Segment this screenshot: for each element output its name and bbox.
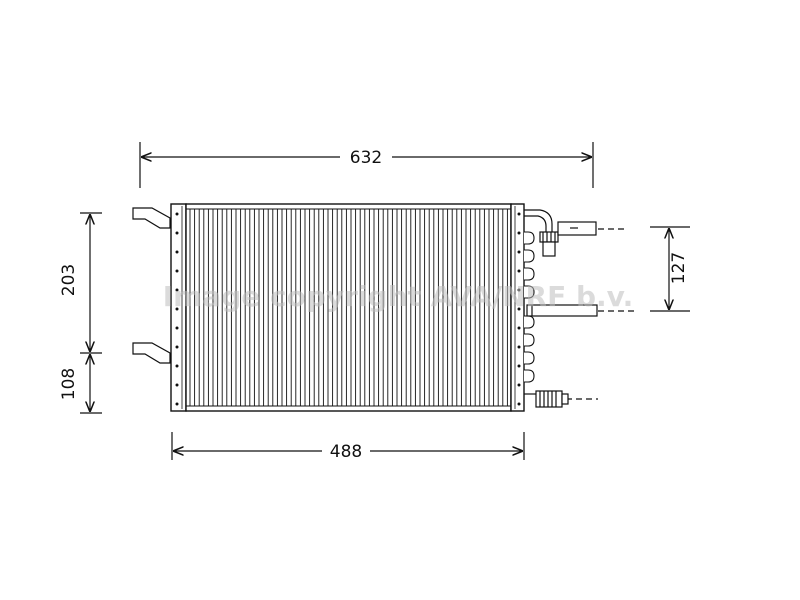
lower-fitting bbox=[524, 390, 569, 408]
right-header-tank bbox=[510, 203, 525, 412]
inlet-fitting bbox=[524, 209, 597, 257]
left-height-dimensions: 203 108 bbox=[59, 212, 102, 414]
core-width-dimension: 488 bbox=[171, 432, 525, 462]
outlet-pipe bbox=[526, 304, 598, 317]
port-spacing-label: 127 bbox=[669, 252, 689, 284]
port-spacing-dimension: 127 bbox=[566, 226, 690, 400]
condenser-core bbox=[185, 203, 512, 412]
upper-height-label: 203 bbox=[59, 264, 79, 296]
left-mounting-brackets bbox=[132, 207, 171, 364]
overall-width-dimension: 632 bbox=[139, 142, 594, 188]
overall-width-label: 632 bbox=[350, 148, 382, 168]
return-bends bbox=[524, 231, 535, 383]
lower-height-label: 108 bbox=[59, 368, 79, 400]
watermark-text: Image copyright AVA/NRF b.v. bbox=[163, 280, 634, 313]
core-width-label: 488 bbox=[330, 442, 362, 462]
